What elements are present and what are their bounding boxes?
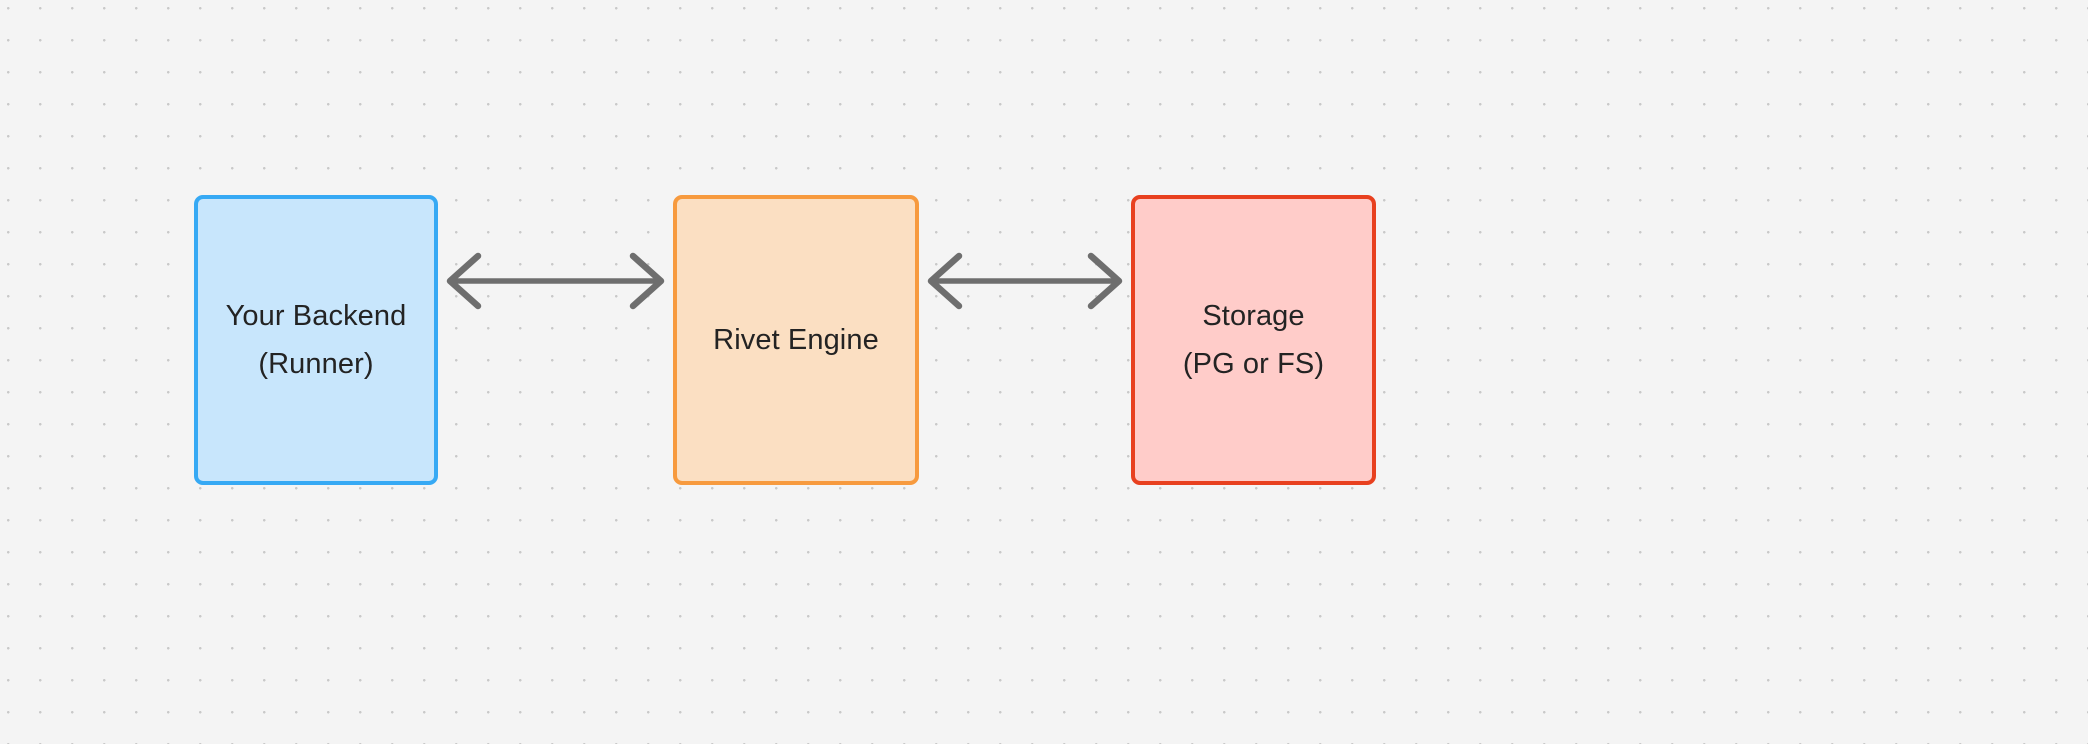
- edge-backend-engine-arrowhead-right: [629, 252, 665, 310]
- edge-backend-engine-arrowhead-left: [446, 252, 482, 310]
- node-rivet-engine[interactable]: Rivet Engine: [673, 195, 919, 485]
- edge-engine-storage: [927, 252, 1123, 310]
- node-your-backend-label-line2: (Runner): [258, 348, 374, 380]
- node-storage-label-line2: (PG or FS): [1182, 348, 1325, 380]
- node-your-backend[interactable]: Your Backend (Runner): [194, 195, 438, 485]
- node-storage[interactable]: Storage (PG or FS): [1131, 195, 1376, 485]
- edge-engine-storage-arrowhead-right: [1087, 252, 1123, 310]
- node-your-backend-label-line1: Your Backend: [225, 300, 407, 332]
- edge-engine-storage-arrowhead-left: [927, 252, 963, 310]
- node-storage-label-line1: Storage: [1202, 300, 1305, 332]
- node-rivet-engine-label-line1: Rivet Engine: [713, 324, 879, 356]
- edge-backend-engine: [446, 252, 665, 310]
